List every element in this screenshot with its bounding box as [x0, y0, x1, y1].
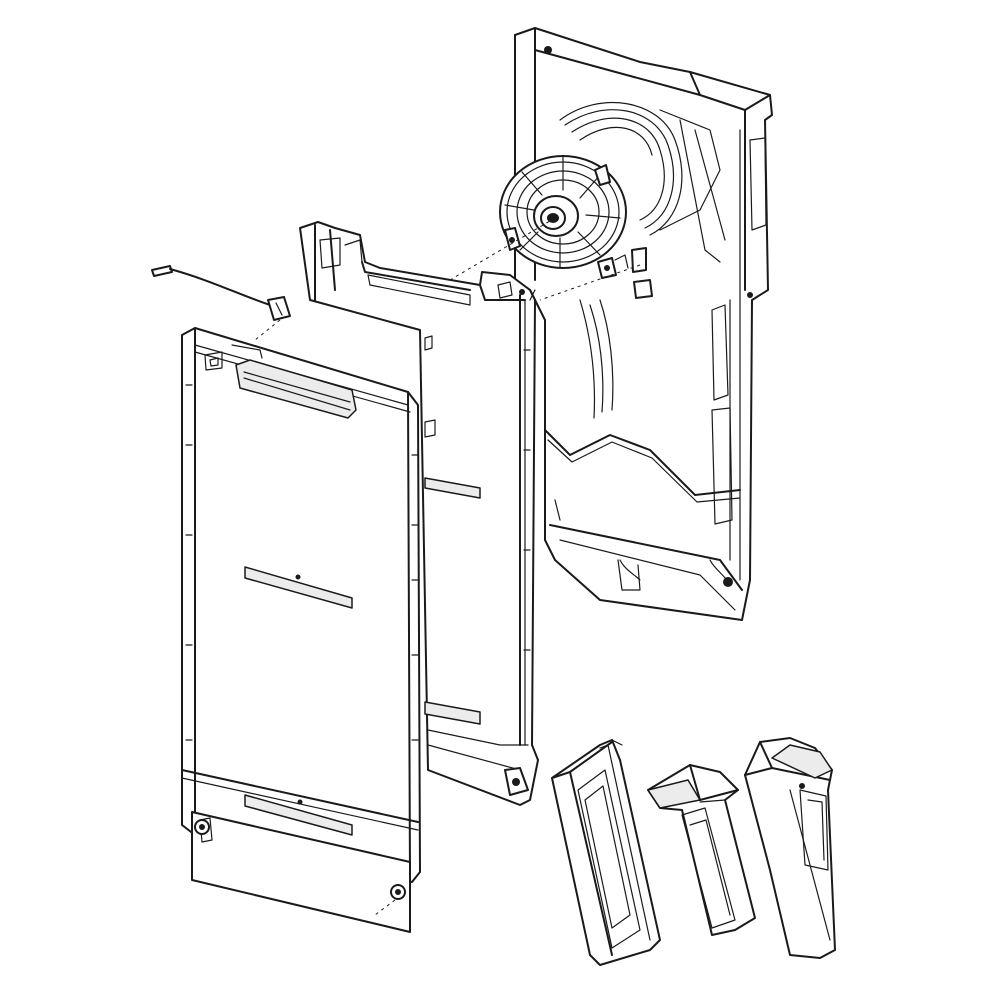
rear-housing-icon	[514, 27, 773, 621]
sensor-wire-icon	[151, 265, 291, 341]
inner-door-liner-icon	[299, 221, 539, 806]
end-cap-right-icon	[744, 737, 836, 959]
fan-wheel-icon	[449, 155, 653, 301]
end-cap-middle-icon	[647, 764, 756, 936]
outer-door-panel-icon	[181, 327, 421, 933]
end-cap-left-icon	[551, 739, 661, 966]
